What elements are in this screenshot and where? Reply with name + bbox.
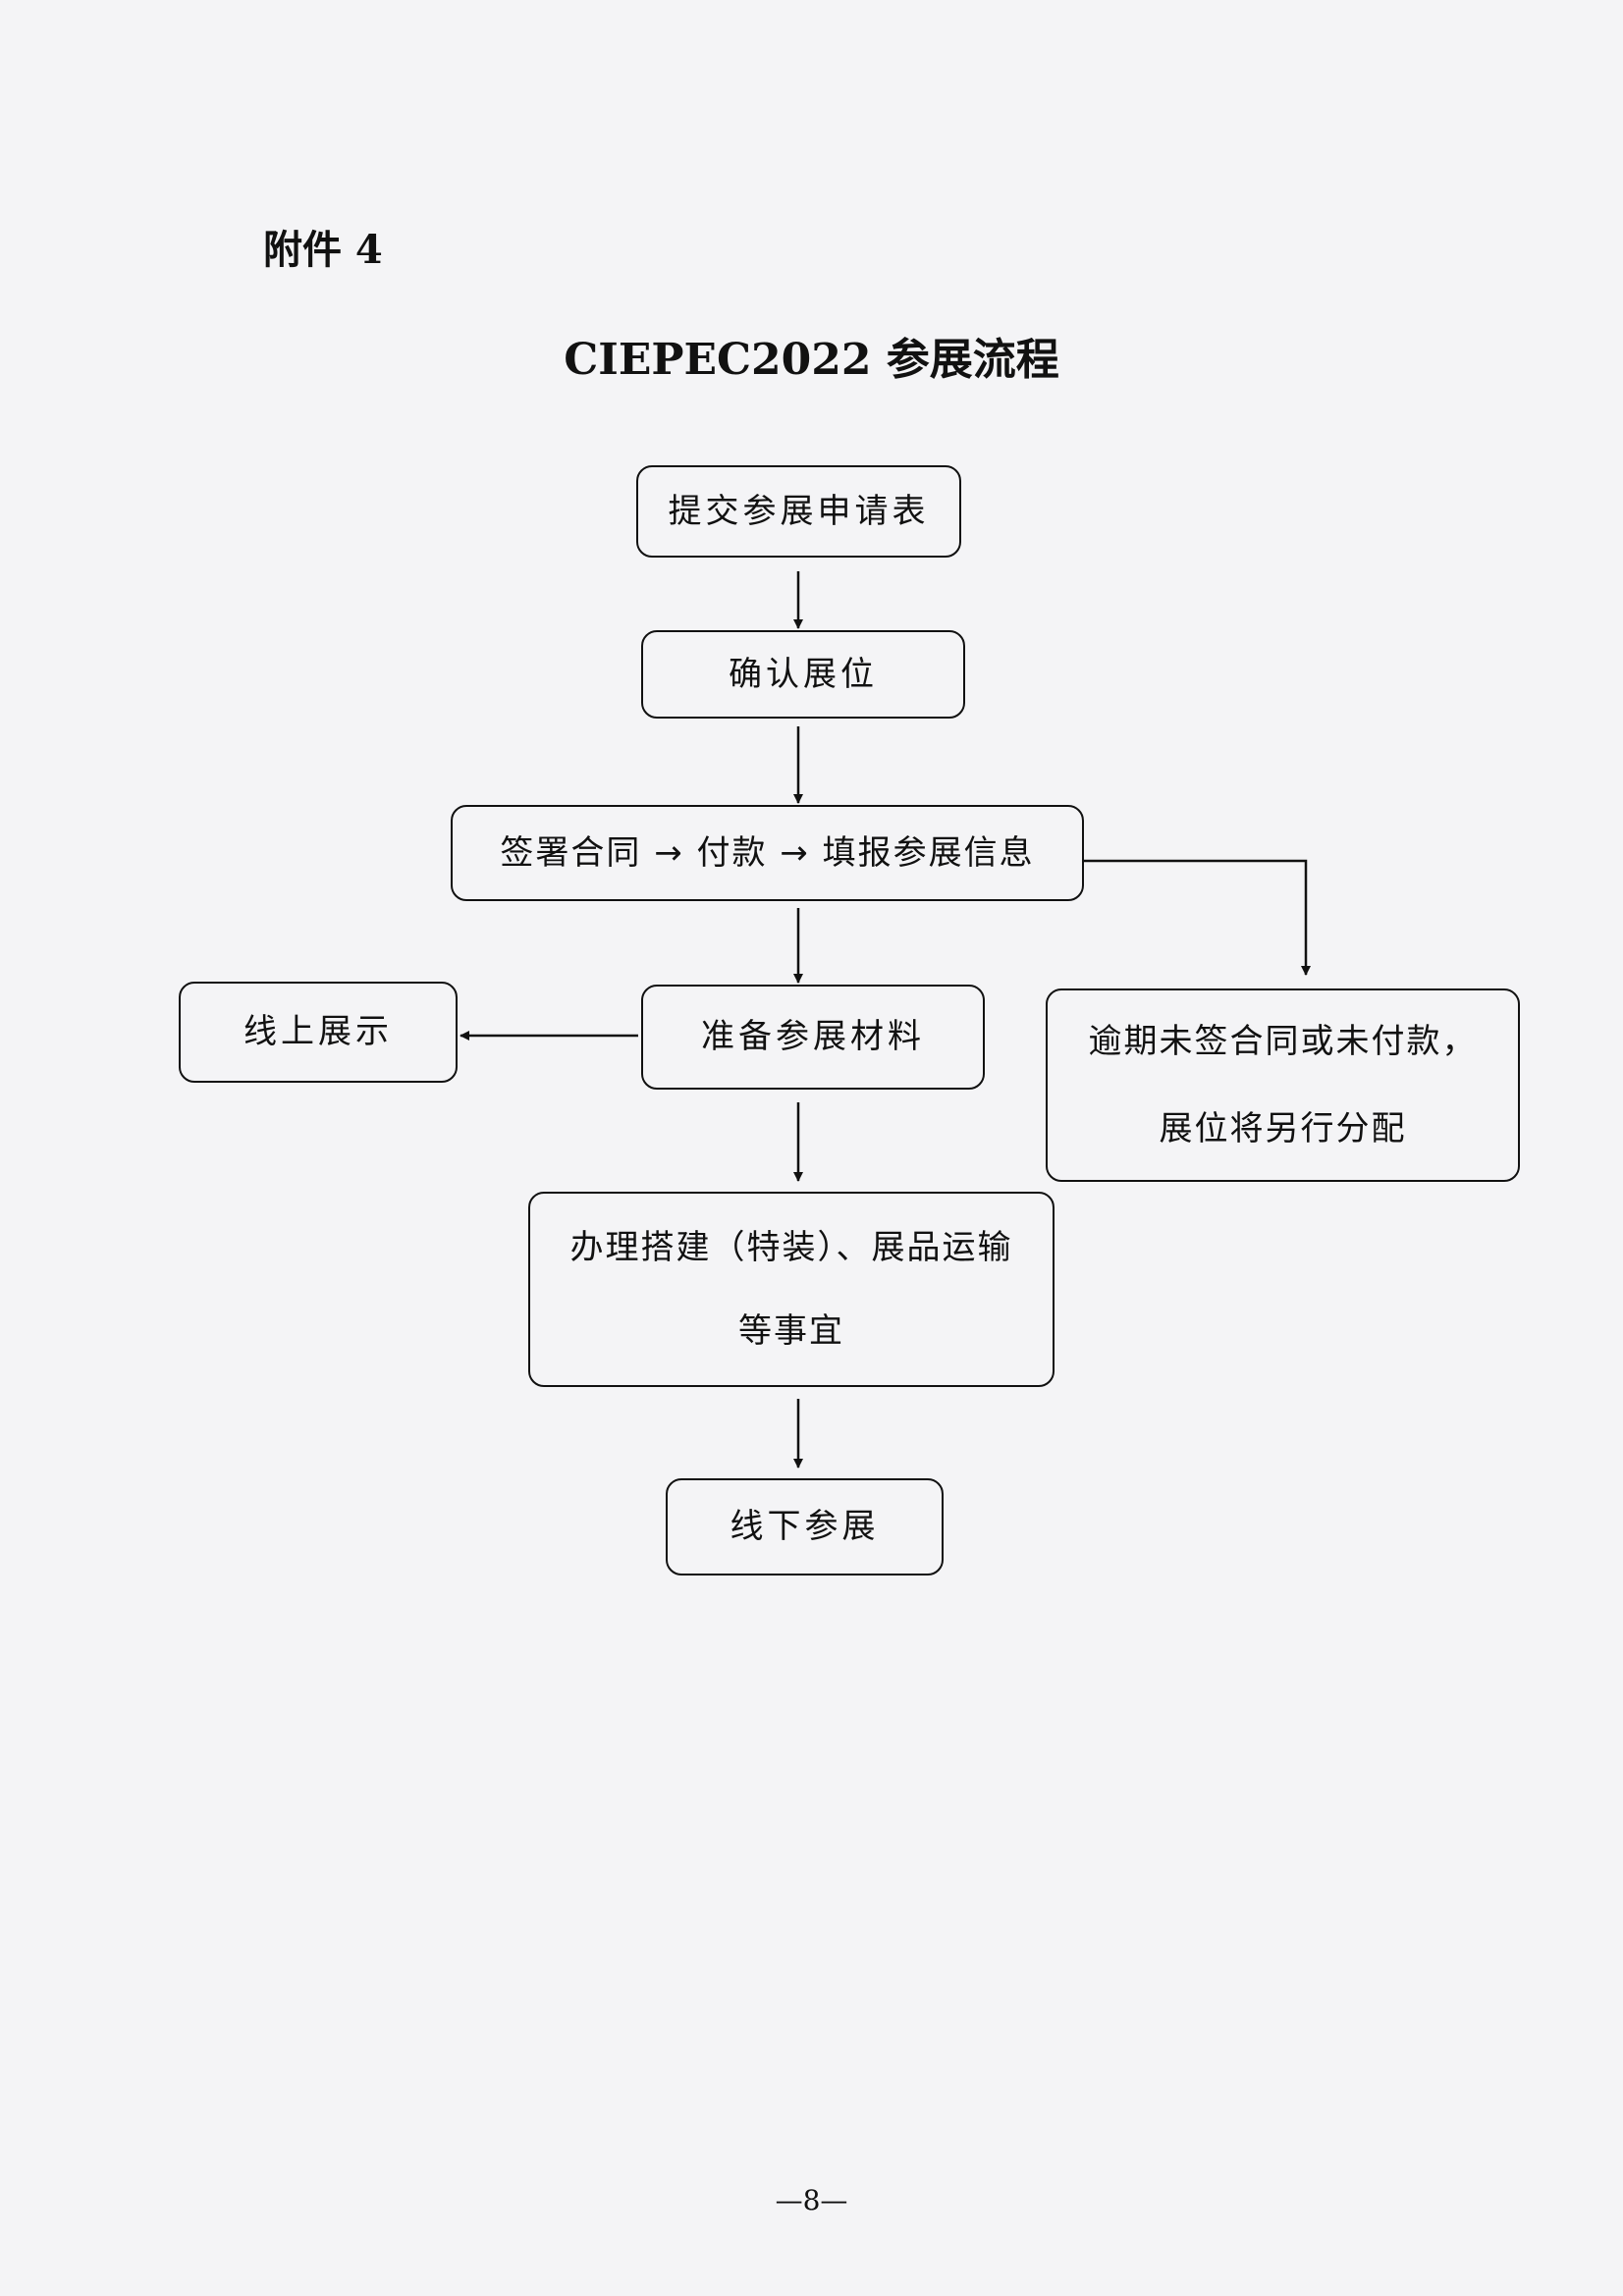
step-prepare-materials: 准备参展材料: [641, 985, 985, 1090]
step-submit-application: 提交参展申请表: [636, 465, 961, 558]
attachment-label: 附件 4: [263, 227, 383, 273]
step-offline-exhibit: 线下参展: [666, 1478, 944, 1575]
step-label-line1: 逾期未签合同或未付款，: [1088, 1022, 1478, 1062]
step-overdue-notice: 逾期未签合同或未付款， 展位将另行分配: [1046, 988, 1520, 1182]
arrow-sign-to-overdue: [1084, 859, 1311, 976]
step-label: 准备参展材料: [701, 1017, 925, 1057]
step-handle-construction: 办理搭建（特装）、展品运输 等事宜: [528, 1192, 1055, 1387]
step-label: 提交参展申请表: [668, 491, 930, 531]
page-number: —8—: [775, 2184, 848, 2216]
step-label-line2: 等事宜: [738, 1310, 844, 1351]
step-label: 确认展位: [729, 654, 878, 694]
step-confirm-booth: 确认展位: [641, 630, 965, 719]
step-label: 线下参展: [730, 1507, 880, 1547]
step-label-line1: 办理搭建（特装）、展品运输: [569, 1227, 1013, 1267]
step-label-line2: 展位将另行分配: [1159, 1108, 1407, 1148]
step-label: 签署合同 → 付款 → 填报参展信息: [500, 832, 1035, 873]
step-online-display: 线上展示: [179, 982, 458, 1083]
page-title: CIEPEC2022 参展流程: [564, 335, 1059, 385]
step-sign-contract: 签署合同 → 付款 → 填报参展信息: [451, 805, 1084, 901]
step-label: 线上展示: [243, 1012, 393, 1052]
